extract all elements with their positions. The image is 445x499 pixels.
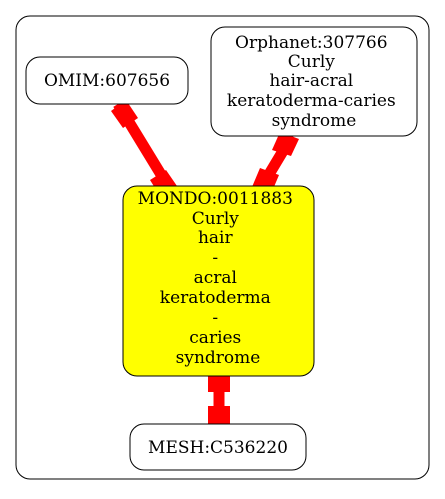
node-mondo-label-line: - xyxy=(212,248,218,268)
node-mondo-label-line: hair xyxy=(198,228,234,248)
node-omim: OMIM:607656 xyxy=(25,56,189,105)
edge-orphanet-mondo-tail-marker xyxy=(272,132,299,156)
node-mesh-label-line: MESH:C536220 xyxy=(148,438,288,458)
node-mondo-label-line: syndrome xyxy=(176,348,261,368)
node-mondo-label-line: - xyxy=(212,308,218,328)
node-omim-box xyxy=(25,56,189,105)
node-mondo-label-line: keratoderma xyxy=(160,288,271,308)
node-mondo-label-line: acral xyxy=(194,268,237,288)
node-orphanet-label-line: keratoderma-caries xyxy=(227,91,396,111)
node-orphanet-box xyxy=(210,26,418,137)
svg-text:Orphanet:307766 Curly: Orphanet:307766 Curly hair-acral keratod… xyxy=(227,33,401,131)
edge-orphanet-mondo xyxy=(252,132,299,194)
node-orphanet: Orphanet:307766 Curly hair-acral keratod… xyxy=(210,26,418,137)
edge-mondo-mesh-head-marker xyxy=(208,406,230,428)
edge-omim-mondo xyxy=(111,100,177,196)
node-mondo-box xyxy=(122,185,315,377)
node-mondo-label-line: caries xyxy=(189,328,241,348)
node-orphanet-label-line: Orphanet:307766 xyxy=(235,33,388,53)
node-mondo: MONDO:0011883 Curly hair - acral keratod… xyxy=(122,185,315,377)
edge-mondo-mesh xyxy=(208,370,230,428)
node-mondo-label-line: MONDO:0011883 xyxy=(138,189,293,209)
svg-text:OMIM:607656: OMIM:607656 xyxy=(44,71,170,91)
node-orphanet-label-line: syndrome xyxy=(272,111,357,131)
node-mesh: MESH:C536220 xyxy=(129,423,307,471)
svg-text:MONDO:0011883 Curly: MONDO:0011883 Curly hair - acral keratod… xyxy=(138,189,299,368)
node-orphanet-label-line: hair-acral xyxy=(269,71,353,91)
node-mesh-box xyxy=(129,423,307,471)
node-orphanet-label-line: Curly xyxy=(288,52,336,72)
svg-text:MESH:C536220: MESH:C536220 xyxy=(148,438,288,458)
node-omim-label-line: OMIM:607656 xyxy=(44,71,170,91)
edge-omim-mondo-tail-marker xyxy=(111,100,138,128)
cluster-border xyxy=(15,15,430,480)
node-mondo-label-line: Curly xyxy=(192,209,240,229)
